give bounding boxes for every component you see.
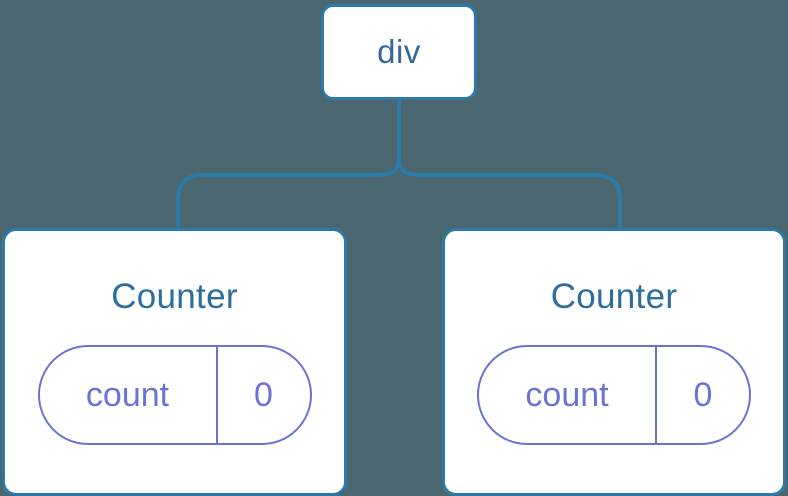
component-title: Counter: [550, 277, 678, 316]
connector-branch-left: [176, 148, 401, 234]
state-pill: count 0: [477, 345, 751, 445]
state-key: count: [85, 375, 170, 414]
state-value: 0: [215, 347, 310, 443]
state-pill: count 0: [37, 345, 312, 445]
node-component-counter-1[interactable]: Counter count 0: [2, 228, 347, 496]
state-value: 0: [655, 347, 749, 443]
connector-branch-right: [397, 148, 622, 234]
state-key: count: [525, 375, 609, 414]
root-node-label: div: [377, 33, 421, 70]
component-title: Counter: [111, 277, 238, 316]
node-component-counter-2[interactable]: Counter count 0: [442, 228, 786, 496]
node-root-div[interactable]: div: [321, 4, 477, 100]
